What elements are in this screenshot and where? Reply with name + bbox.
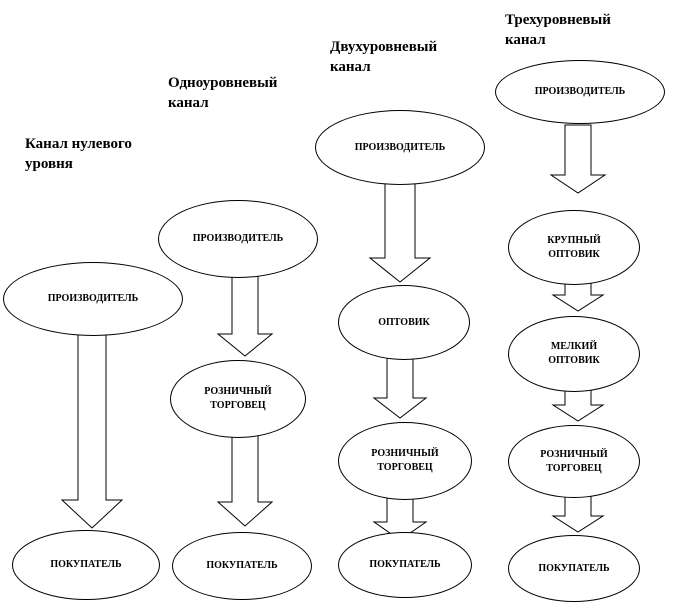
node-producer: ПРОИЗВОДИТЕЛЬ [158,200,318,278]
node-buyer: ПОКУПАТЕЛЬ [172,532,312,600]
channel-2-title: Двухуровневый канал [330,37,437,77]
title-line: Двухуровневый [330,39,438,55]
title-line: уровня [25,156,73,172]
node-label: КРУПНЫЙ [547,234,601,246]
down-arrow-icon [368,182,432,283]
node-buyer: ПОКУПАТЕЛЬ [12,530,160,600]
node-label: ОПТОВИК [548,355,600,366]
node-label: ПОКУПАТЕЛЬ [538,562,610,574]
node-label: ПРОИЗВОДИТЕЛЬ [534,86,626,97]
title-line: Канал нулевого [25,136,132,152]
node-label: ТОРГОВЕЦ [377,462,433,473]
title-line: Трехуровневый [505,12,611,28]
node-label: ПОКУПАТЕЛЬ [50,559,122,570]
node-retailer: РОЗНИЧНЫЙ ТОРГОВЕЦ [338,422,472,500]
node-large-wholesaler: КРУПНЫЙ ОПТОВИК [508,210,640,285]
node-producer: ПРОИЗВОДИТЕЛЬ [495,60,665,124]
node-label: ПРОИЗВОДИТЕЛЬ [47,293,139,304]
channel-0-title: Канал нулевого уровня [25,134,132,174]
node-label: МЕЛКИЙ [550,341,598,352]
down-arrow-icon [549,124,607,194]
node-producer: ПРОИЗВОДИТЕЛЬ [3,262,183,336]
node-wholesaler: ОПТОВИК [338,285,470,360]
title-line: канал [330,59,371,75]
title-line: канал [168,95,209,111]
down-arrow-icon [216,269,274,357]
node-label: ТОРГОВЕЦ [210,400,266,411]
down-arrow-icon [60,334,124,529]
channel-1-title: Одноуровневый канал [168,73,277,113]
node-label: ОПТОВИК [548,248,600,260]
node-label: РОЗНИЧНЫЙ [204,386,272,397]
node-label: РОЗНИЧНЫЙ [540,448,608,460]
node-label: ПОКУПАТЕЛЬ [206,560,278,571]
title-line: Одноуровневый [168,75,278,91]
down-arrow-icon [372,354,428,419]
down-arrow-icon [551,491,605,533]
node-label: ПРОИЗВОДИТЕЛЬ [354,141,446,153]
node-label: ПРОИЗВОДИТЕЛЬ [192,233,284,244]
node-small-wholesaler: МЕЛКИЙ ОПТОВИК [508,316,640,392]
node-label: ПОКУПАТЕЛЬ [369,559,441,570]
node-label: ТОРГОВЕЦ [546,462,602,474]
node-buyer: ПОКУПАТЕЛЬ [508,535,640,602]
node-buyer: ПОКУПАТЕЛЬ [338,532,472,598]
title-line: канал [505,32,546,48]
node-producer: ПРОИЗВОДИТЕЛЬ [315,110,485,185]
down-arrow-icon [216,429,274,527]
node-label: ОПТОВИК [378,316,430,328]
node-label: РОЗНИЧНЫЙ [371,448,439,459]
node-retailer: РОЗНИЧНЫЙ ТОРГОВЕЦ [170,360,306,438]
node-retailer: РОЗНИЧНЫЙ ТОРГОВЕЦ [508,425,640,498]
channel-3-title: Трехуровневый канал [505,10,611,50]
